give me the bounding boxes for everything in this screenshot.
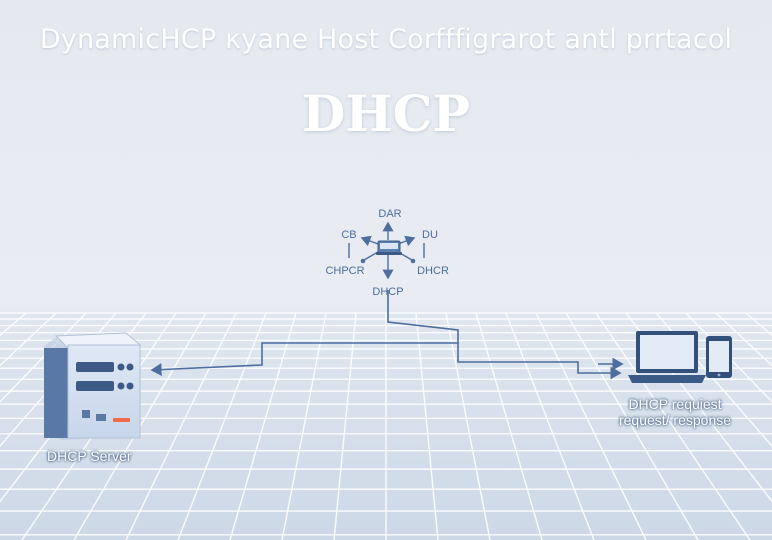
client-caption: DHCP requiest request/ response (600, 396, 750, 428)
hub-label-lower-left: CHPCR (325, 265, 364, 277)
laptop-icon (628, 331, 706, 383)
client-connection-line (457, 343, 622, 380)
server-icon (44, 332, 142, 440)
hub-label-lower-right: DHCR (417, 265, 449, 277)
diagram-subtitle: DynamicHCP κyane Host Corfffigrarot antl… (39, 24, 733, 55)
hub-spoke-upper-left (360, 235, 379, 247)
hub-node-left (360, 258, 366, 264)
hub-spoke-upper-right (397, 235, 416, 247)
hub-spoke-lower-left (363, 251, 379, 261)
hub-label-upper-right: DU (422, 229, 438, 241)
hub-label-bottom: DHCP (372, 286, 403, 298)
dhcp-hub: DAR CB DU CHPCR DHCR DHCP (325, 208, 449, 298)
connection-lines (150, 290, 624, 380)
hub-label-top: DAR (378, 208, 401, 220)
hub-node-right (410, 258, 416, 264)
server-caption: DHCP Server (47, 448, 132, 464)
diagram-title: DHCP (302, 84, 470, 143)
client-caption-line1: DHCP requiest (628, 396, 722, 412)
server-status-led (113, 418, 130, 422)
client-caption-line2: request/ response (618, 412, 732, 428)
hub-label-upper-left: CB (341, 229, 356, 241)
hub-router-icon (376, 240, 402, 255)
phone-icon (706, 336, 732, 378)
